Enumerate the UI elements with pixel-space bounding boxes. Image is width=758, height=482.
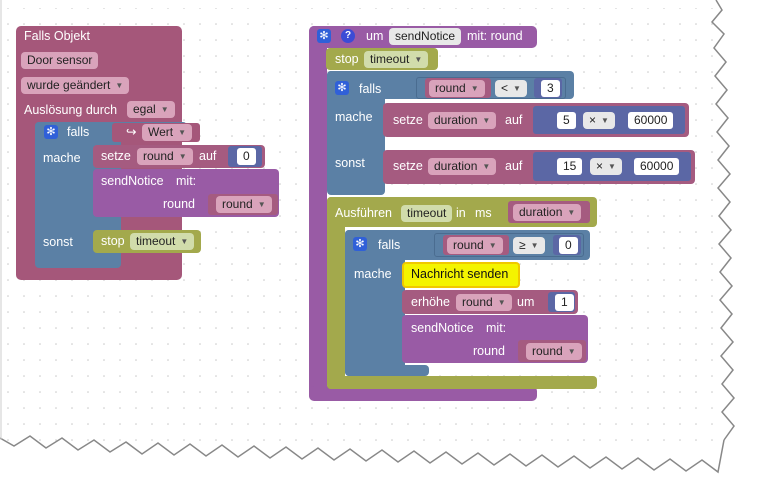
set-label: setze	[393, 113, 423, 127]
do-label: mache	[43, 151, 81, 165]
else-label: sonst	[335, 156, 365, 170]
gear-icon[interactable]: ✻	[335, 81, 349, 95]
timer-name-field[interactable]: timeout	[401, 205, 453, 222]
param-variable-dropdown[interactable]: round▼	[216, 196, 272, 213]
trigger-label: Auslösung durch	[24, 103, 118, 117]
help-icon[interactable]: ?	[341, 29, 355, 43]
param-label: round	[163, 197, 195, 211]
compare-variable-dropdown[interactable]: round▼	[447, 237, 503, 254]
do-label: mache	[354, 267, 392, 281]
procedure-to-label: um	[366, 29, 384, 43]
increment-value-field[interactable]: 1	[555, 294, 574, 311]
procedure-name: sendNotice	[411, 321, 474, 335]
multiply-operand-b[interactable]: 60000	[628, 112, 674, 129]
compare-operator-dropdown[interactable]: <▼	[495, 80, 527, 97]
number-field[interactable]: 0	[237, 148, 256, 165]
message-comment-text: Nachricht senden	[411, 267, 509, 281]
if-label: falls	[359, 82, 382, 96]
procedure-name-field[interactable]: sendNotice	[389, 28, 462, 45]
value-dropdown[interactable]: Wert▼	[142, 124, 193, 141]
multiply-operator-dropdown[interactable]: ×▼	[590, 158, 622, 175]
event-header: Falls Objekt	[24, 29, 90, 43]
by-label: um	[517, 295, 535, 309]
message-comment-block[interactable]	[402, 262, 520, 288]
increment-variable-dropdown[interactable]: round▼	[456, 294, 512, 311]
object-selector[interactable]: Door sensor	[21, 52, 99, 69]
event-type-dropdown[interactable]: wurde geändert▼	[21, 77, 130, 94]
duration-variable-dropdown[interactable]: duration▼	[513, 204, 582, 221]
set-label: setze	[393, 159, 423, 173]
if-label: falls	[378, 238, 401, 252]
return-arrow-icon: ↪	[126, 125, 137, 139]
compare-operator-dropdown[interactable]: ≥▼	[513, 237, 545, 254]
param-label: round	[473, 344, 505, 358]
procedure-with-label: mit:	[176, 174, 197, 188]
multiply-operand-a[interactable]: 15	[557, 158, 583, 175]
timer-dropdown[interactable]: timeout▼	[364, 51, 429, 68]
compare-value-field[interactable]: 0	[559, 237, 578, 254]
multiply-operator-dropdown[interactable]: ×▼	[583, 112, 615, 129]
trigger-dropdown[interactable]: egal▼	[127, 101, 175, 118]
increment-label: erhöhe	[411, 295, 450, 309]
stop-label: stop	[101, 234, 125, 248]
do-label: mache	[335, 110, 373, 124]
gear-icon[interactable]: ✻	[44, 125, 58, 139]
param-variable-dropdown[interactable]: round▼	[526, 343, 582, 360]
compare-value-field[interactable]: 3	[541, 80, 560, 97]
variable-dropdown[interactable]: duration▼	[428, 158, 497, 175]
compare-variable-dropdown[interactable]: round▼	[429, 80, 485, 97]
else-label: sonst	[43, 235, 73, 249]
procedure-name: sendNotice	[101, 174, 164, 188]
execute-label: Ausführen	[335, 206, 392, 220]
timer-dropdown[interactable]: timeout▼	[130, 233, 195, 250]
multiply-operand-a[interactable]: 5	[557, 112, 576, 129]
set-label: setze	[101, 149, 131, 163]
to-label: auf	[199, 149, 217, 163]
variable-dropdown[interactable]: duration▼	[428, 112, 497, 129]
in-label: in	[456, 206, 466, 220]
ms-label: ms	[475, 206, 492, 220]
to-label: auf	[505, 113, 523, 127]
gear-icon[interactable]: ✻	[317, 29, 331, 43]
procedure-with-label: mit:	[486, 321, 507, 335]
procedure-params-label: mit: round	[467, 29, 523, 43]
stop-label: stop	[335, 52, 359, 66]
variable-dropdown[interactable]: round▼	[137, 148, 193, 165]
if-label: falls	[67, 125, 90, 139]
gear-icon[interactable]: ✻	[353, 237, 367, 251]
to-label: auf	[505, 159, 523, 173]
multiply-operand-b[interactable]: 60000	[634, 158, 680, 175]
